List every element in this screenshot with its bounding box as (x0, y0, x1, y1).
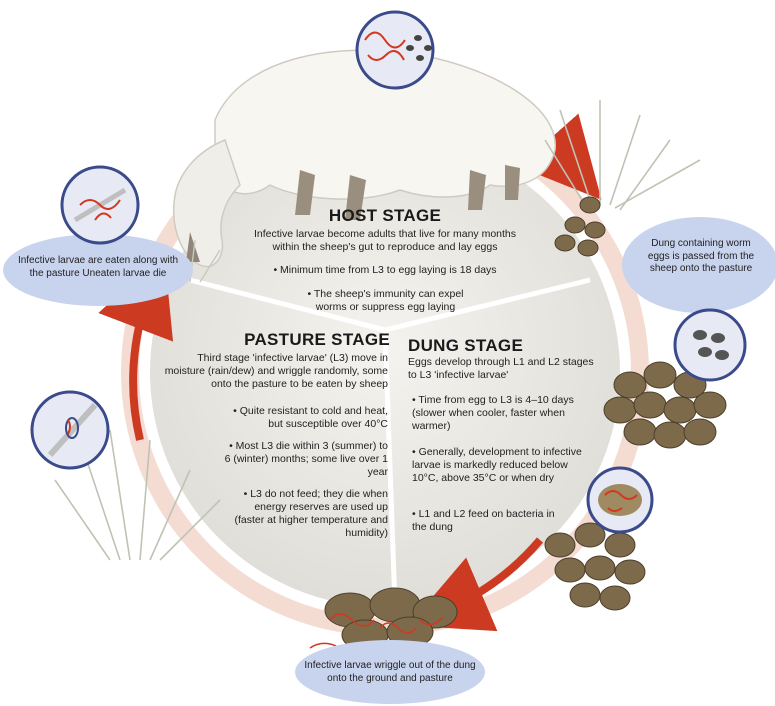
dung-stage-intro: Eggs develop through L1 and L2 stages to… (408, 356, 598, 382)
dung-pile-larvae (545, 523, 645, 610)
pasture-bullet-3: • L3 do not feed; they die when energy r… (222, 488, 388, 540)
host-stage-intro: Infective larvae become adults that live… (240, 228, 530, 254)
dung-bullet-2: • Generally, development to infective la… (412, 446, 588, 485)
pasture-bullet-2: • Most L3 die within 3 (summer) to 6 (wi… (222, 440, 388, 479)
magnifier-pasture-blade (32, 392, 108, 468)
dung-bullet-3: • L1 and L2 feed on bacteria in the dung (412, 508, 562, 534)
callout-bottom-text: Infective larvae wriggle out of the dung… (300, 660, 480, 685)
magnifier-eggs (675, 310, 745, 380)
dung-bullet-1: • Time from egg to L3 is 4–10 days (slow… (412, 394, 602, 433)
pasture-bullet-1: • Quite resistant to cold and heat, but … (220, 405, 388, 431)
host-bullet-2: • The sheep's immunity can expel worms o… (298, 288, 473, 314)
host-bullet-1: • Minimum time from L3 to egg laying is … (240, 264, 530, 277)
magnifier-sheep-gut (357, 12, 433, 88)
callout-right-text: Dung containing worm eggs is passed from… (642, 238, 760, 276)
pasture-stage-title: PASTURE STAGE (200, 330, 390, 350)
host-stage-title: HOST STAGE (300, 206, 470, 226)
callout-left-text: Infective larvae are eaten along with th… (12, 255, 184, 280)
dung-stage-title: DUNG STAGE (408, 336, 588, 356)
pasture-stage-intro: Third stage 'infective larvae' (L3) move… (160, 352, 388, 391)
magnifier-dung-larvae (588, 468, 652, 532)
magnifier-grass-larvae (62, 167, 138, 243)
